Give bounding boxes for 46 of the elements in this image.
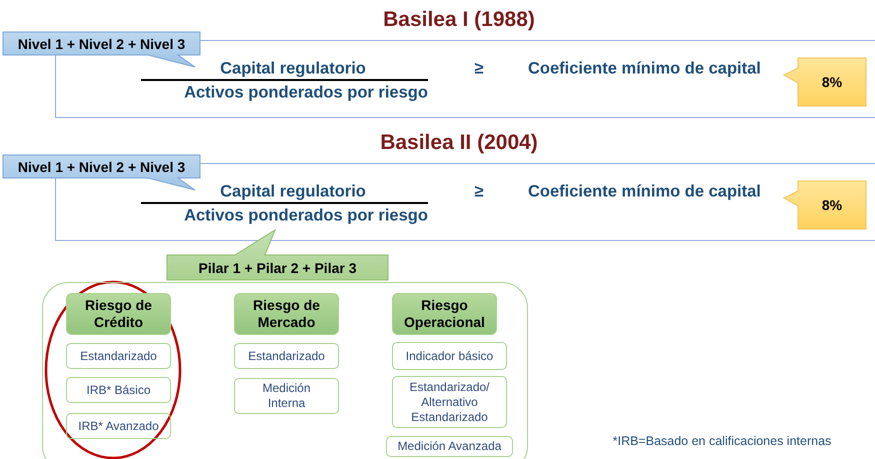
group-container: [42, 282, 528, 459]
category-title: Riesgo de Crédito: [84, 296, 153, 332]
denominator-text: Activos ponderados por riesgo: [184, 206, 428, 226]
method-label: Estandarizado: [247, 348, 326, 364]
method-label: Estandarizado/ Alternativo Estandarizado: [408, 380, 491, 424]
section-title: Basilea I (1988): [383, 8, 535, 32]
denominator-text: Activos ponderados por riesgo: [184, 84, 428, 102]
method-label: Indicador básico: [404, 348, 494, 364]
method-box: [234, 343, 339, 369]
ratio-text: Coeficiente mínimo de capital: [528, 182, 761, 202]
inequality-sign: ≥: [474, 60, 484, 78]
category-box: [66, 293, 171, 335]
method-label: IRB* Básico: [85, 382, 152, 398]
ratio-text: Coeficiente mínimo de capital: [528, 60, 761, 78]
callout-text: 8%: [822, 197, 842, 213]
method-box: [392, 342, 507, 370]
category-box: [234, 293, 339, 335]
footnote: *IRB=Basado en calificaciones internas: [612, 434, 832, 448]
method-label: Estandarizado: [79, 348, 158, 364]
callout-text: Pilar 1 + Pilar 2 + Pilar 3: [198, 260, 356, 276]
method-box: [66, 377, 171, 403]
section-title: Basilea II (2004): [380, 131, 538, 155]
formula-panel: [55, 40, 875, 118]
callout-bubble: [3, 155, 200, 190]
callout-bubble: [167, 230, 388, 280]
method-box: [392, 376, 507, 428]
inequality-sign: ≥: [474, 182, 484, 202]
callout-text: 8%: [822, 74, 842, 90]
callout-text: Nivel 1 + Nivel 2 + Nivel 3: [18, 36, 186, 52]
category-title: Riesgo Operacional: [403, 296, 486, 332]
callout-text: Nivel 1 + Nivel 2 + Nivel 3: [18, 158, 186, 174]
category-title: Riesgo de Mercado: [252, 296, 321, 332]
callout-bubble: [3, 32, 200, 67]
numerator-text: Capital regulatorio: [220, 182, 366, 202]
method-box: [386, 436, 513, 457]
category-box: [392, 293, 497, 335]
callout-bubble: [784, 181, 866, 229]
callout-bubble: [784, 58, 866, 106]
method-box: [234, 378, 339, 414]
method-label: IRB* Avanzado: [77, 418, 160, 434]
formula-panel: [55, 163, 875, 241]
numerator-text: Capital regulatorio: [220, 60, 366, 78]
method-box: [66, 413, 171, 439]
method-label: Medición Interna: [261, 381, 312, 411]
method-box: [66, 343, 171, 369]
method-label: Medición Avanzada: [396, 439, 502, 454]
